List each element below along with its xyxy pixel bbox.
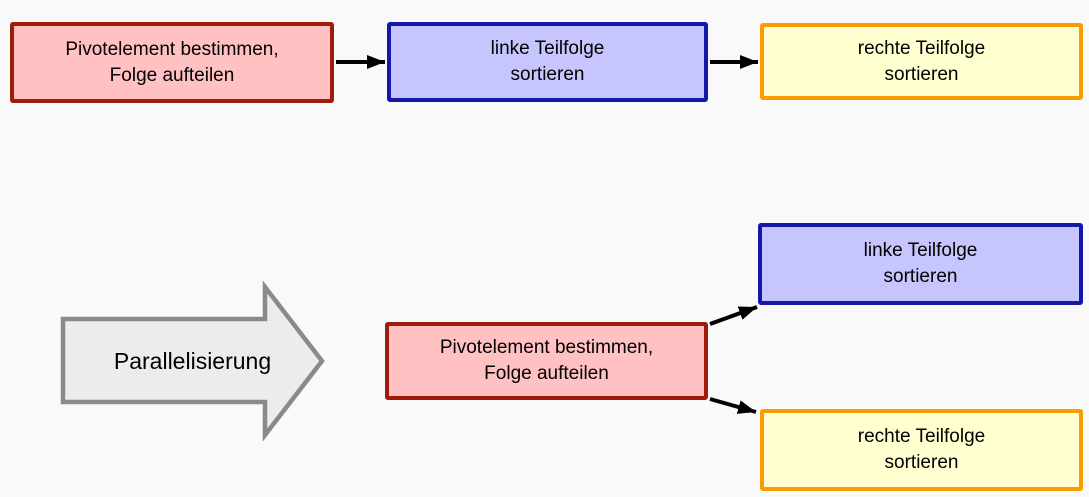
node-label-line: sortieren bbox=[883, 266, 958, 287]
node-label-line: linke Teilfolge bbox=[490, 38, 605, 59]
node-label-line: linke Teilfolge bbox=[863, 240, 978, 261]
node-label-line: Pivotelement bestimmen, bbox=[65, 38, 279, 60]
arrow-pivot-to-right-parallel bbox=[709, 397, 757, 414]
node-label-line: rechte Teilfolge bbox=[857, 37, 986, 59]
node-linke-teilfolge-sequential: linke Teilfolge sortieren bbox=[387, 22, 708, 102]
node-rechte-teilfolge-parallel: rechte Teilfolge sortieren bbox=[760, 409, 1083, 491]
node-label-line: Folge aufteilen bbox=[109, 64, 235, 86]
node-label-line: rechte Teilfolge bbox=[857, 426, 986, 447]
node-rechte-teilfolge-sequential: rechte Teilfolge sortieren bbox=[760, 23, 1083, 100]
parallelisierung-arrow-label: Parallelisierung bbox=[113, 347, 272, 374]
node-label-line: sortieren bbox=[884, 63, 959, 85]
node-linke-teilfolge-parallel: linke Teilfolge sortieren bbox=[758, 223, 1083, 305]
node-label-line: sortieren bbox=[884, 452, 959, 473]
node-label-line: Pivotelement bestimmen, bbox=[439, 337, 654, 358]
node-label-line: sortieren bbox=[510, 64, 585, 85]
node-pivot-sequential: Pivotelement bestimmen, Folge aufteilen bbox=[10, 22, 334, 103]
node-pivot-parallel: Pivotelement bestimmen, Folge aufteilen bbox=[385, 322, 708, 400]
arrow-pivot-to-left-parallel bbox=[709, 305, 758, 326]
node-label-line: Folge aufteilen bbox=[484, 363, 609, 384]
